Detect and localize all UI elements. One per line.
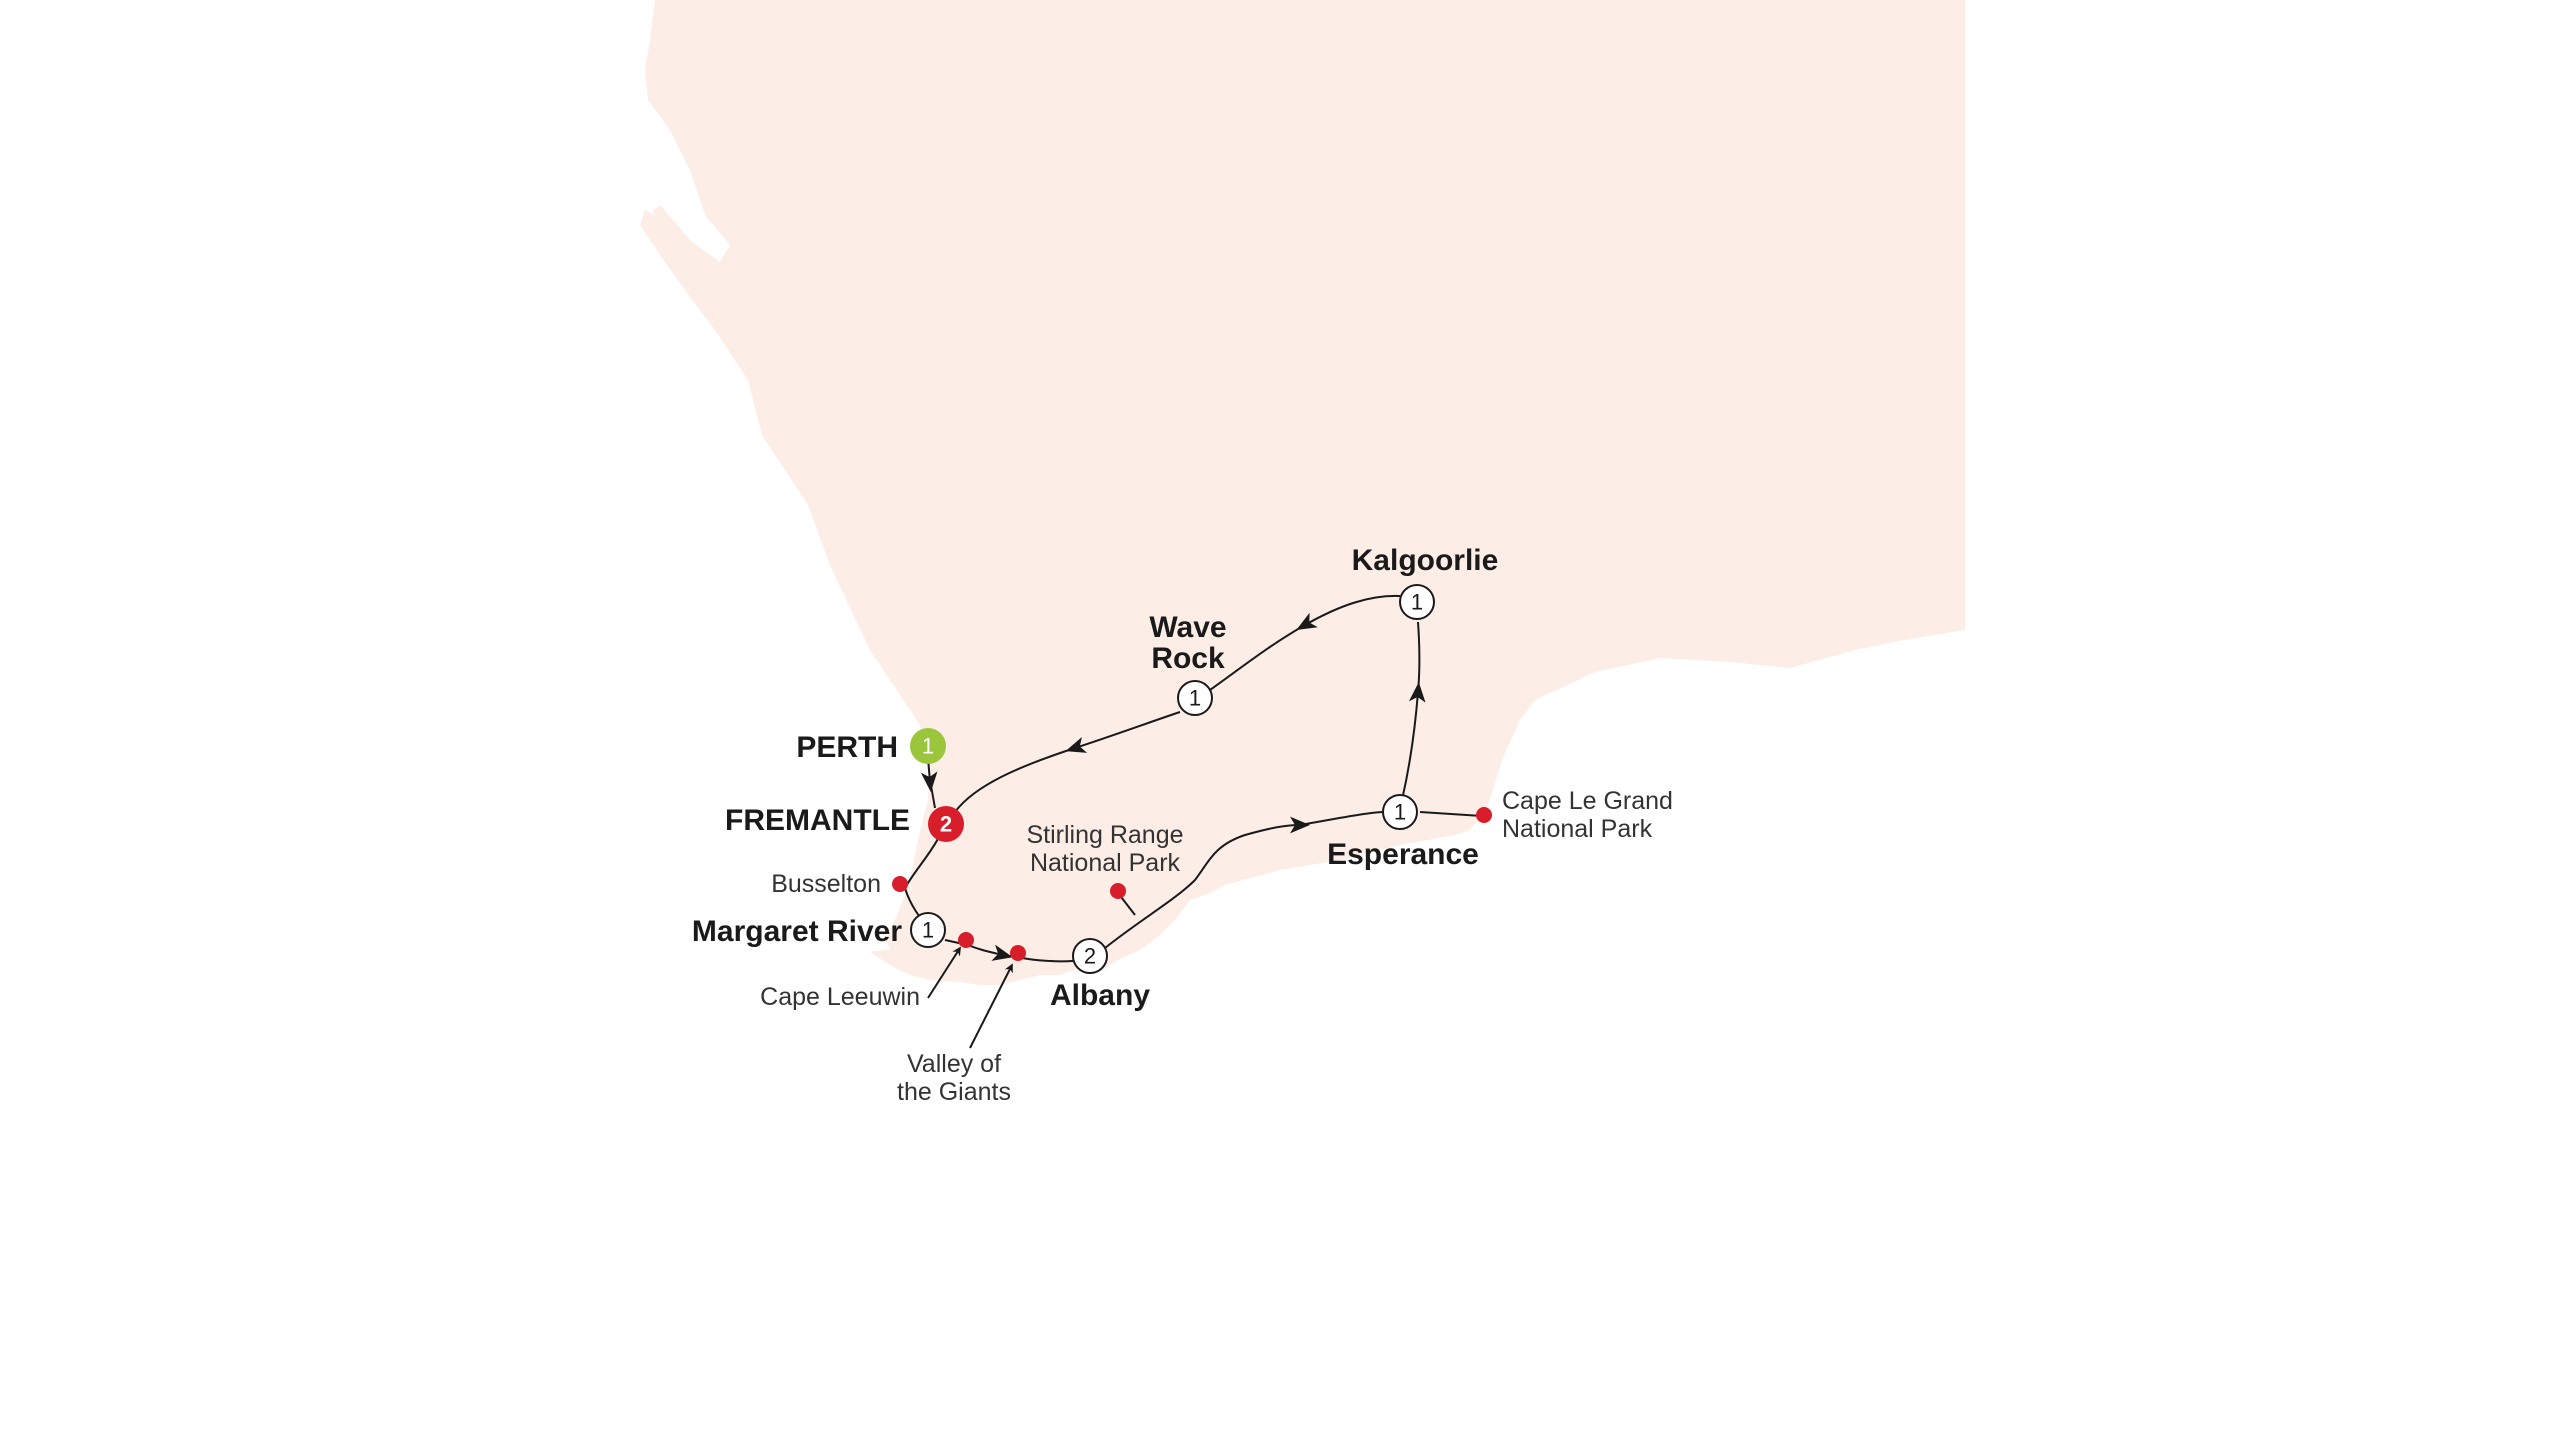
esperance-marker: 1 [1382,794,1418,830]
albany-label: Albany [1050,979,1150,1012]
wave-rock-marker: 1 [1177,680,1213,716]
fremantle-marker: 2 [928,806,964,842]
margaret-river-nights: 1 [922,918,934,943]
stirling-range-label-line2: National Park [1030,849,1181,877]
perth-nights: 1 [922,734,934,759]
kalgoorlie-nights: 1 [1411,590,1423,615]
cape-le-grand-label-line2: National Park [1502,815,1653,843]
wave-rock-label-line1: Wave [1149,611,1226,644]
wave-rock-nights: 1 [1189,686,1201,711]
esperance-label: Esperance [1327,838,1479,871]
cape-leeuwin-dot [958,932,974,948]
margaret-river-label: Margaret River [692,915,902,948]
fremantle-label: FREMANTLE [725,804,910,837]
cape-leeuwin-label: Cape Leeuwin [760,983,920,1011]
busselton-dot [892,876,908,892]
wave-rock-label-line2: Rock [1151,642,1225,675]
stirling-range-label-line1: Stirling Range [1026,821,1183,849]
land-western-australia [640,0,1965,985]
valley-of-giants-label-line2: the Giants [897,1078,1011,1106]
cape-le-grand-dot [1476,807,1492,823]
kalgoorlie-marker: 1 [1399,584,1435,620]
perth-marker: 1 [910,728,946,764]
albany-marker: 2 [1072,938,1108,974]
valley-of-giants-dot [1010,945,1026,961]
busselton-label: Busselton [771,870,881,898]
fremantle-nights: 2 [940,812,952,837]
esperance-nights: 1 [1394,800,1406,825]
perth-label: PERTH [796,731,898,764]
cape-le-grand-label-line1: Cape Le Grand [1502,787,1673,815]
kalgoorlie-label: Kalgoorlie [1352,544,1499,577]
valley-of-giants-label-line1: Valley of [907,1050,1001,1078]
margaret-river-marker: 1 [910,912,946,948]
stirling-range-dot [1110,883,1126,899]
albany-nights: 2 [1084,944,1096,969]
land-island [652,205,705,262]
